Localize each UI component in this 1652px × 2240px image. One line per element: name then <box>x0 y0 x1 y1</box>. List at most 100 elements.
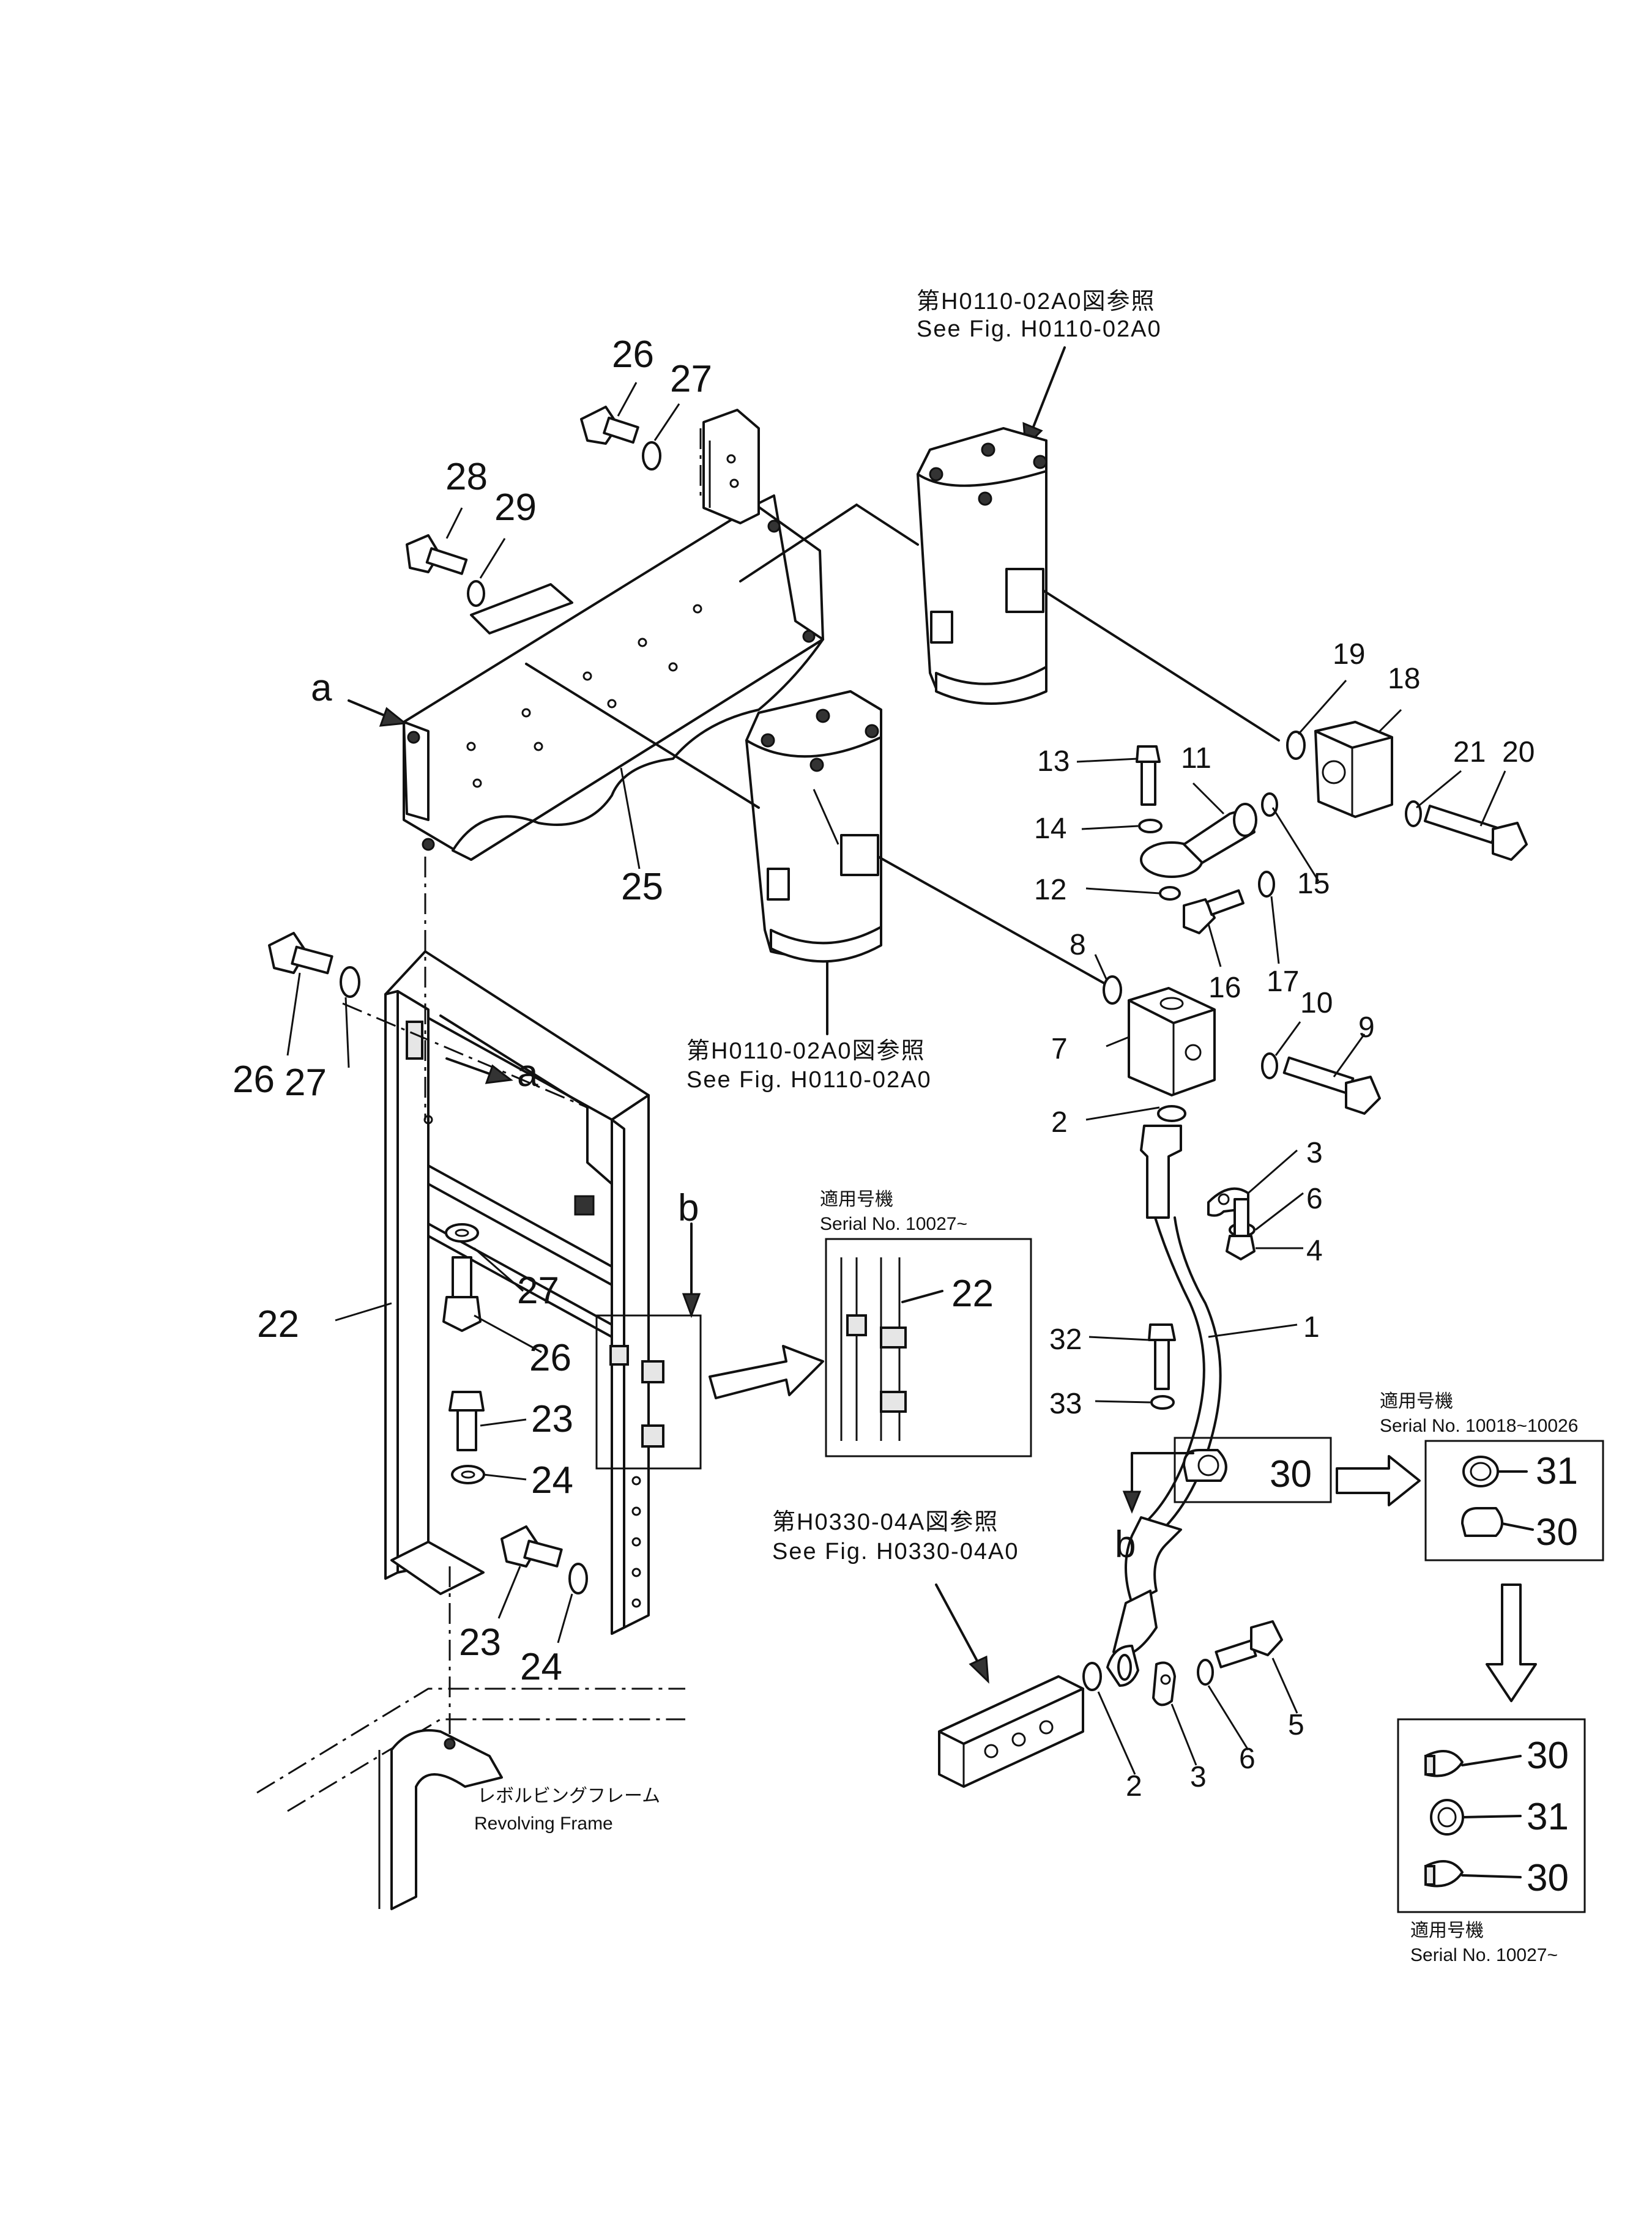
clamp-30-on-hose <box>1174 1437 1332 1503</box>
callout-4: 4 <box>1306 1235 1323 1267</box>
callout-5: 5 <box>1288 1709 1304 1741</box>
bolt-4 <box>1226 1198 1256 1260</box>
reference-en: See Fig. H0110-02A0 <box>686 1067 932 1093</box>
revolving-frame-label: レボルビングフレーム Revolving Frame <box>474 1786 660 1834</box>
callout-21: 21 <box>1453 736 1486 768</box>
callout-14: 14 <box>1034 813 1066 845</box>
view-letter-b: b <box>678 1187 699 1229</box>
callout-19: 19 <box>1333 638 1365 671</box>
fitting-lower <box>1106 1645 1139 1687</box>
callout-20: 20 <box>1502 736 1535 768</box>
callout-31: 31 <box>1527 1796 1569 1838</box>
callout-31: 31 <box>1536 1450 1578 1492</box>
washer-24-upper <box>451 1465 485 1484</box>
serial-en: Serial No. 10018~10026 <box>1380 1416 1578 1436</box>
leader-line <box>1032 346 1066 430</box>
callout-2: 2 <box>1126 1770 1142 1803</box>
callout-26: 26 <box>529 1337 571 1379</box>
callout-7: 7 <box>1051 1033 1068 1065</box>
washer-17 <box>1258 871 1275 898</box>
callout-29: 29 <box>494 486 537 529</box>
hose-1 <box>1112 1125 1222 1656</box>
oring-2-upper <box>1157 1105 1186 1122</box>
callout-11: 11 <box>1181 742 1211 775</box>
serial-jp: 適用号機 <box>820 1189 893 1210</box>
detail-box-b: 適用号機 Serial No. 10027~ <box>820 1189 1032 1457</box>
washer-6-lower <box>1197 1659 1214 1686</box>
callout-24: 24 <box>531 1459 573 1501</box>
arrowhead <box>969 1655 989 1684</box>
reference-jp: 第H0330-04A図参照 <box>772 1509 999 1535</box>
valve-block <box>938 1675 1084 1788</box>
bolt-26-top <box>580 406 661 471</box>
centre-line <box>342 1002 588 1109</box>
bolt-23-upper <box>448 1391 485 1451</box>
callout-3: 3 <box>1306 1137 1323 1169</box>
bolt-23-lower <box>500 1525 588 1594</box>
callout-32: 32 <box>1049 1323 1082 1356</box>
washer-14 <box>1138 819 1163 833</box>
reference-jp: 第H0110-02A0図参照 <box>686 1038 926 1064</box>
callout-6: 6 <box>1239 1743 1256 1775</box>
callout-2: 2 <box>1051 1106 1068 1139</box>
callout-26: 26 <box>612 333 654 376</box>
serial-en: Serial No. 10027~ <box>1410 1945 1558 1965</box>
detail-arrow <box>709 1345 824 1399</box>
serial-box-right-top: 適用号機 Serial No. 10018~10026 <box>1380 1391 1604 1561</box>
callout-8: 8 <box>1070 929 1086 961</box>
oring-12 <box>1159 886 1181 901</box>
upright-frame <box>384 950 650 1635</box>
clamp-3-lower <box>1152 1661 1176 1706</box>
arrowhead <box>379 707 407 727</box>
view-letter-a: a <box>311 667 332 709</box>
callout-33: 33 <box>1049 1388 1082 1420</box>
callout-27: 27 <box>285 1062 327 1104</box>
reference-en: See Fig. H0110-02A0 <box>917 316 1162 342</box>
detail-box-b-source <box>595 1314 702 1470</box>
callout-17: 17 <box>1267 966 1299 998</box>
callout-1: 1 <box>1303 1311 1320 1344</box>
revolving-frame-jp: レボルビングフレーム <box>477 1786 660 1806</box>
bolt-26-lower <box>442 1256 482 1332</box>
washer-33 <box>1150 1395 1175 1410</box>
serial-jp: 適用号機 <box>1410 1921 1484 1941</box>
view-letter-b: b <box>1115 1524 1136 1566</box>
callout-24: 24 <box>520 1646 562 1688</box>
callout-26: 26 <box>233 1059 275 1101</box>
block-7 <box>1128 987 1216 1096</box>
callout-10: 10 <box>1300 987 1333 1019</box>
view-arrow <box>348 699 387 717</box>
view-letter-a: a <box>517 1052 538 1095</box>
elbow-11 <box>1140 803 1257 878</box>
part-callouts: 26 27 28 29 25 26 27 22 27 26 23 24 23 2… <box>233 333 1578 1899</box>
callout-6: 6 <box>1306 1183 1323 1215</box>
callout-23: 23 <box>531 1398 573 1440</box>
callout-22: 22 <box>951 1273 994 1315</box>
detail-arrow <box>1486 1583 1537 1702</box>
serial-en: Serial No. 10027~ <box>820 1214 967 1234</box>
revolving-frame-en: Revolving Frame <box>474 1814 613 1834</box>
serial-jp: 適用号機 <box>1380 1391 1453 1412</box>
bolt-20 <box>1423 805 1528 861</box>
filter-bracket <box>403 409 824 861</box>
bolt-26-middle <box>268 932 360 998</box>
reference-note-bottom: 第H0330-04A図参照 See Fig. H0330-04A0 <box>772 1509 1018 1565</box>
filter-middle <box>745 690 882 963</box>
arrowhead <box>485 1064 513 1084</box>
reference-note-middle: 第H0110-02A0図参照 See Fig. H0110-02A0 <box>686 1038 932 1093</box>
detail-arrow <box>1336 1455 1421 1506</box>
bolt-13 <box>1136 745 1161 806</box>
callout-28: 28 <box>445 456 488 498</box>
callout-27: 27 <box>670 358 712 400</box>
leader-lines <box>286 382 1506 1775</box>
serial-box-right-bottom: 適用号機 Serial No. 10027~ <box>1397 1718 1586 1965</box>
callout-18: 18 <box>1388 663 1420 695</box>
callout-16: 16 <box>1208 972 1241 1004</box>
callout-30: 30 <box>1270 1453 1312 1495</box>
callout-30: 30 <box>1527 1735 1569 1777</box>
revolving-frame <box>256 1687 685 1910</box>
oring-2-lower <box>1082 1662 1102 1691</box>
reference-jp: 第H0110-02A0図参照 <box>917 289 1156 314</box>
bolt-5 <box>1215 1620 1283 1669</box>
